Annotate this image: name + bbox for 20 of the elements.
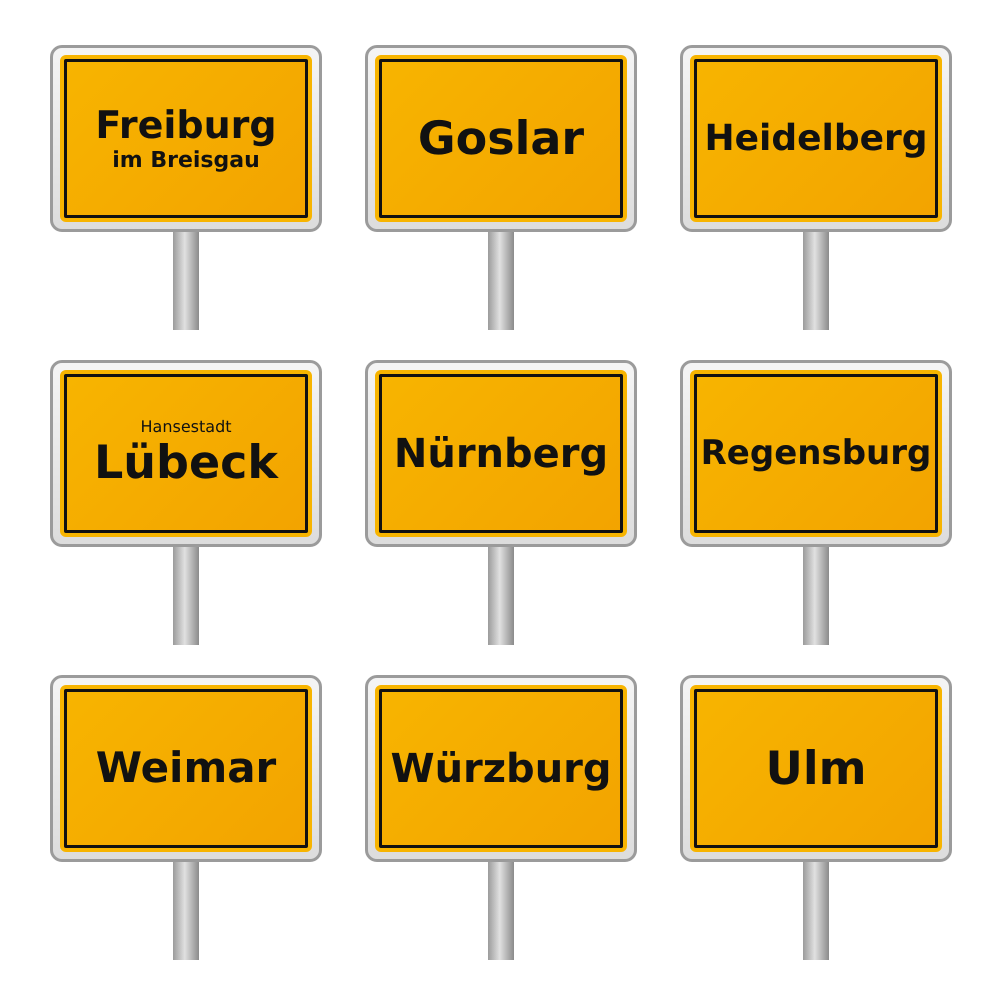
town-name: Lübeck: [94, 436, 278, 490]
town-name: Regensburg: [700, 434, 932, 474]
town-name: Ulm: [765, 742, 867, 795]
town-name: Weimar: [96, 744, 276, 793]
town-sign: [50, 675, 322, 960]
town-name: Nürnberg: [394, 430, 608, 476]
town-sign: [50, 45, 322, 330]
town-sign: [50, 360, 322, 645]
town-name: Freiburg: [95, 104, 277, 148]
town-sign: [365, 45, 637, 330]
town-sign: [680, 360, 952, 645]
town-name: im Breisgau: [112, 148, 260, 173]
town-name: Goslar: [418, 112, 584, 165]
town-name: Hansestadt: [140, 418, 232, 436]
town-name: Heidelberg: [704, 118, 928, 160]
town-sign: [680, 45, 952, 330]
town-sign: [365, 360, 637, 645]
town-sign: [680, 675, 952, 960]
town-name: Würzburg: [390, 746, 612, 792]
town-sign: [365, 675, 637, 960]
